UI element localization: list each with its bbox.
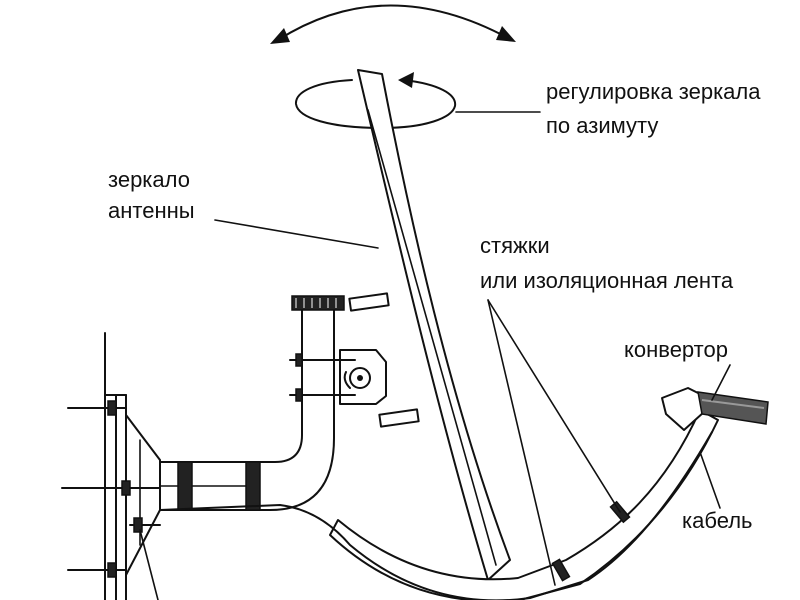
bolt-icon <box>61 480 161 496</box>
leader-lines <box>214 111 731 586</box>
ties-label-line1: стяжки <box>480 233 550 258</box>
azimuth-label-line2: по азимуту <box>546 113 658 138</box>
dish-reflector <box>348 69 511 581</box>
double-arrow-arc-icon <box>270 4 516 44</box>
mast-pipe <box>159 295 345 511</box>
azimuth-label-line1: регулировка зеркала <box>546 79 761 104</box>
ties-label-line2: или изоляционная лента <box>480 268 734 293</box>
mirror-label-line2: антенны <box>108 198 195 223</box>
bolt-icon <box>67 400 127 416</box>
wall-mount <box>61 332 161 600</box>
dish-bracket <box>289 349 387 405</box>
converter-label: конвертор <box>624 337 728 362</box>
lnb-converter <box>661 387 769 431</box>
bolt-icon <box>67 562 127 578</box>
cable <box>159 431 713 600</box>
cable-label: кабель <box>682 508 753 533</box>
bolt-icon <box>129 517 161 533</box>
mirror-label-line1: зеркало <box>108 167 190 192</box>
